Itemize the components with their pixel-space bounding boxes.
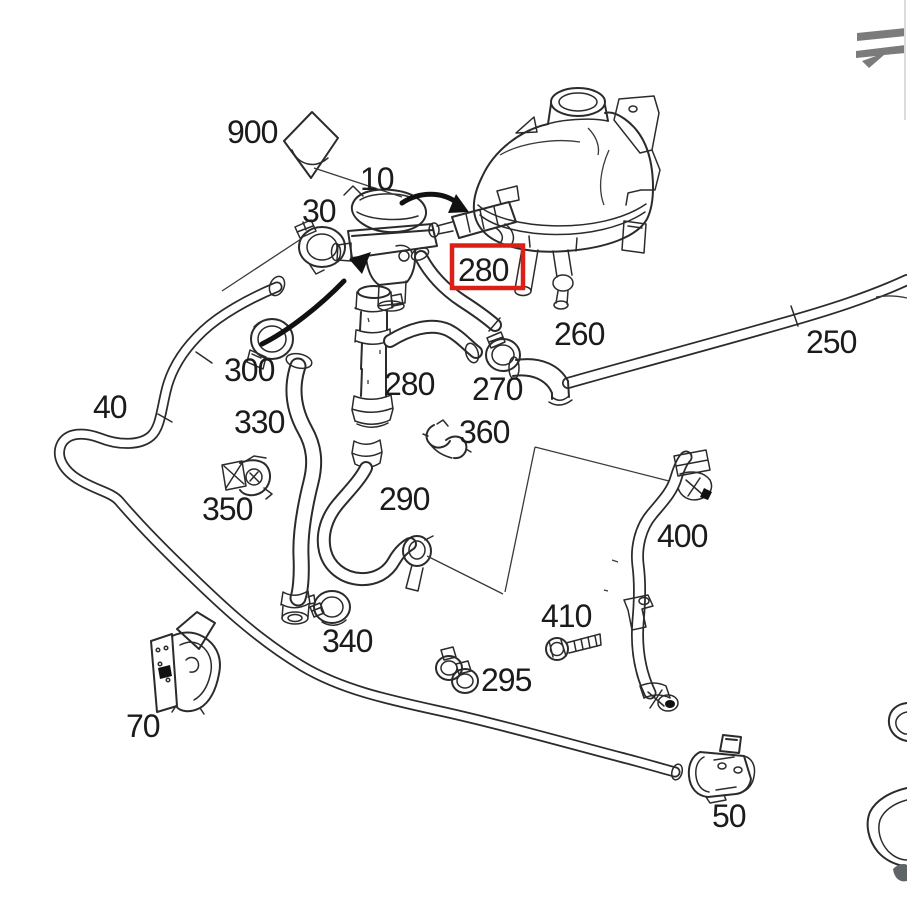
clip-360-drawing	[422, 419, 472, 460]
part-label-300[interactable]: 300	[224, 352, 276, 388]
hose-330-drawing	[280, 352, 323, 625]
part-label-40[interactable]: 40	[93, 389, 128, 425]
clamp-300-drawing	[246, 318, 294, 370]
pointer-arrows	[259, 191, 469, 347]
tag-900-drawing	[283, 111, 403, 198]
part-label-330[interactable]: 330	[234, 404, 286, 440]
part-label-70[interactable]: 70	[126, 708, 161, 744]
branch-260-drawing	[383, 319, 573, 406]
part-label-30[interactable]: 30	[302, 193, 337, 229]
part-labels: 900 10 30 280 260 250 300 270 280 40 330…	[93, 114, 858, 834]
bracket-350-drawing	[221, 455, 273, 500]
clamp-340-drawing	[309, 590, 351, 626]
hose-290-drawing	[316, 439, 434, 592]
clip-50-drawing	[687, 734, 756, 804]
clamp-30-drawing	[221, 219, 346, 292]
pipe-400-drawing	[603, 449, 713, 712]
partial-parts-right-edge	[866, 702, 907, 882]
pump-drawing	[330, 185, 438, 312]
bolt-410-drawing	[545, 633, 602, 661]
part-label-340[interactable]: 340	[322, 623, 374, 659]
hose-40-drawing	[53, 275, 684, 781]
part-label-270[interactable]: 270	[472, 371, 524, 407]
clamps-295-drawing	[435, 646, 479, 694]
part-label-410[interactable]: 410	[541, 598, 593, 634]
part-label-260[interactable]: 260	[554, 316, 606, 352]
bracket-70-drawing	[150, 611, 221, 715]
part-label-290[interactable]: 290	[379, 481, 431, 517]
part-label-295[interactable]: 295	[481, 662, 533, 698]
hose-280-short-drawing	[410, 247, 502, 332]
part-label-360[interactable]: 360	[459, 414, 511, 450]
part-label-280-highlighted[interactable]: 280	[458, 252, 510, 288]
part-label-350[interactable]: 350	[202, 491, 254, 527]
double-arrow-icon[interactable]	[856, 0, 906, 120]
part-label-900[interactable]: 900	[227, 114, 279, 150]
part-label-50[interactable]: 50	[712, 798, 747, 834]
part-label-250[interactable]: 250	[806, 324, 858, 360]
expansion-tank-drawing	[428, 87, 661, 310]
part-label-10[interactable]: 10	[360, 161, 395, 197]
leader-lines	[426, 446, 670, 595]
highlight-box-280[interactable]	[449, 243, 526, 291]
hose-250-drawing	[562, 274, 907, 389]
part-label-280[interactable]: 280	[384, 366, 436, 402]
part-label-400[interactable]: 400	[657, 518, 709, 554]
